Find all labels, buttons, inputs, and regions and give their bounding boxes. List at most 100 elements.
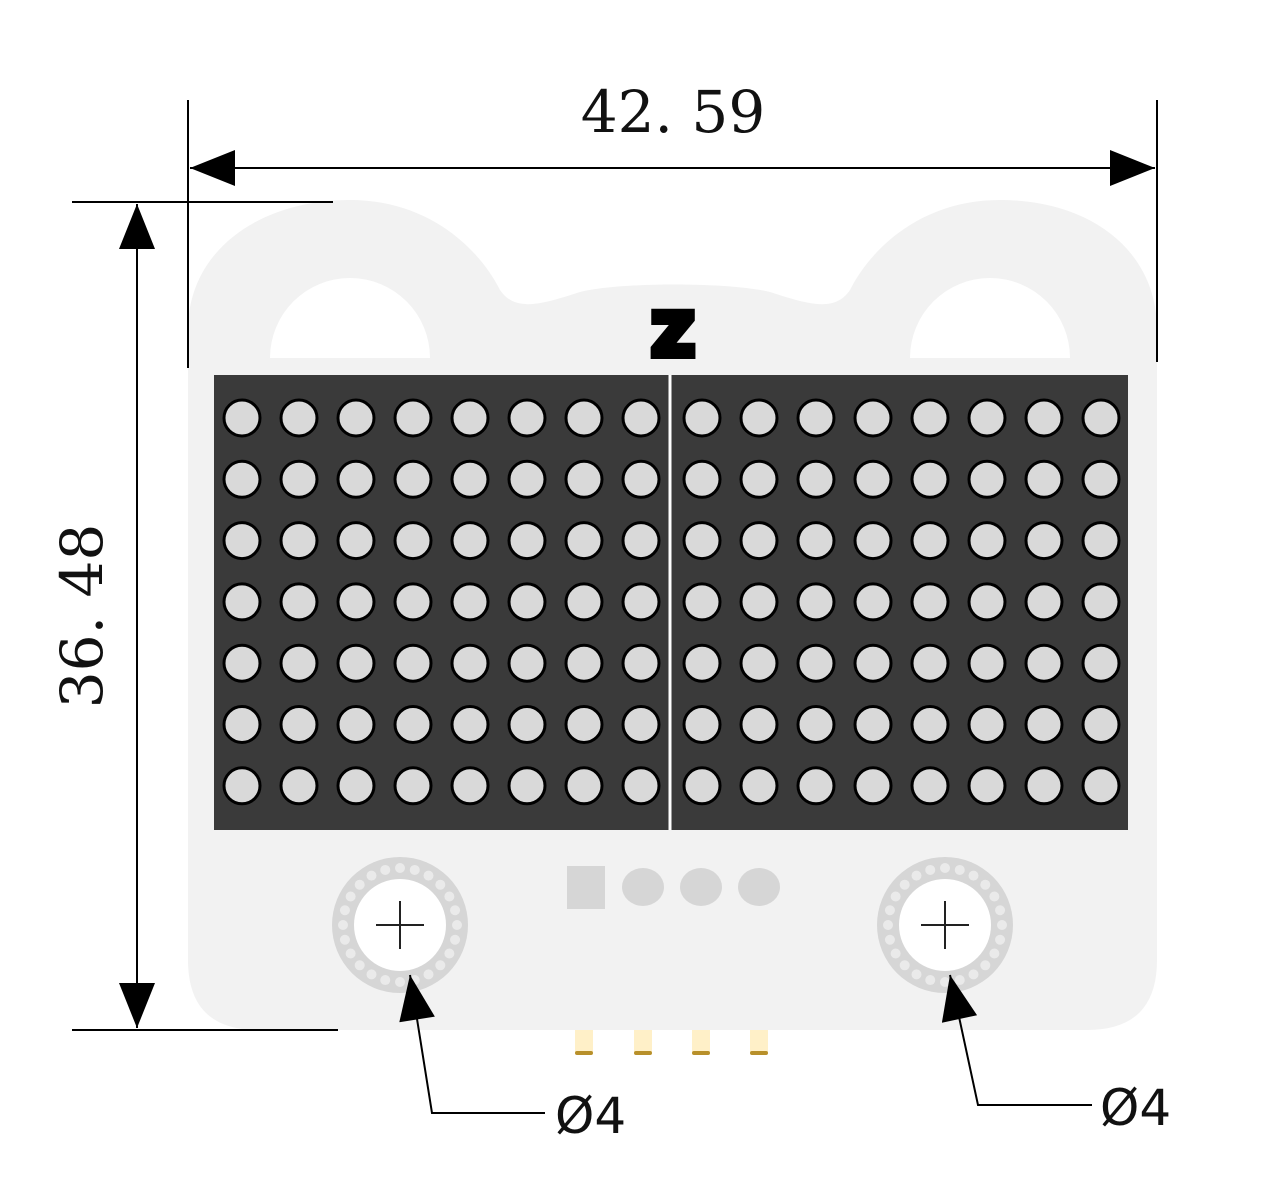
led bbox=[796, 643, 836, 683]
header-pin bbox=[634, 1030, 652, 1052]
led bbox=[1024, 705, 1064, 744]
led bbox=[507, 643, 547, 683]
led bbox=[682, 398, 722, 438]
led bbox=[739, 705, 779, 744]
pad-square bbox=[567, 866, 605, 909]
led bbox=[336, 459, 376, 499]
header-pin-tip bbox=[692, 1051, 710, 1055]
led bbox=[279, 643, 319, 683]
led bbox=[336, 705, 376, 744]
led bbox=[682, 582, 722, 622]
pad-round bbox=[680, 868, 722, 906]
header-pin bbox=[750, 1030, 768, 1052]
led bbox=[910, 398, 950, 438]
led bbox=[564, 521, 604, 561]
led bbox=[682, 459, 722, 499]
header-pin-tip bbox=[575, 1051, 593, 1055]
pad-round bbox=[738, 868, 780, 906]
led bbox=[682, 705, 722, 744]
logo: Z bbox=[652, 301, 694, 369]
led bbox=[910, 705, 950, 744]
led bbox=[910, 766, 950, 806]
led bbox=[279, 582, 319, 622]
mounting-hole bbox=[877, 857, 1013, 993]
header-pin bbox=[575, 1030, 593, 1052]
led bbox=[450, 766, 490, 806]
led bbox=[279, 521, 319, 561]
led bbox=[1024, 643, 1064, 683]
height-dimension-label: 36. 48 bbox=[48, 524, 116, 708]
led bbox=[739, 521, 779, 561]
led bbox=[796, 398, 836, 438]
led bbox=[910, 521, 950, 561]
led bbox=[796, 459, 836, 499]
led bbox=[967, 705, 1007, 744]
led bbox=[853, 582, 893, 622]
led bbox=[621, 521, 661, 561]
led bbox=[393, 459, 433, 499]
led bbox=[1081, 459, 1121, 499]
led bbox=[450, 521, 490, 561]
led bbox=[450, 398, 490, 438]
led bbox=[279, 705, 319, 744]
led bbox=[336, 521, 376, 561]
led bbox=[222, 521, 262, 561]
led bbox=[564, 643, 604, 683]
led bbox=[450, 643, 490, 683]
led bbox=[853, 643, 893, 683]
led bbox=[222, 582, 262, 622]
callout-leader-left bbox=[399, 974, 545, 1114]
led bbox=[450, 705, 490, 744]
crosshair-icon bbox=[921, 901, 969, 949]
led bbox=[1081, 398, 1121, 438]
led bbox=[393, 582, 433, 622]
hole-diameter-label-right: Ø4 bbox=[1100, 1079, 1171, 1137]
hole-diameter-label-left: Ø4 bbox=[555, 1087, 626, 1145]
led bbox=[853, 521, 893, 561]
led bbox=[507, 705, 547, 744]
led bbox=[621, 643, 661, 683]
led bbox=[507, 766, 547, 806]
mounting-hole bbox=[332, 857, 468, 993]
led bbox=[507, 398, 547, 438]
led bbox=[796, 705, 836, 744]
led bbox=[336, 766, 376, 806]
led bbox=[796, 521, 836, 561]
mount-slot-left bbox=[270, 278, 430, 358]
led bbox=[853, 398, 893, 438]
led bbox=[853, 459, 893, 499]
led bbox=[450, 582, 490, 622]
led bbox=[336, 643, 376, 683]
led bbox=[796, 766, 836, 806]
pad-round bbox=[622, 868, 664, 906]
led bbox=[222, 398, 262, 438]
led bbox=[967, 643, 1007, 683]
led bbox=[682, 766, 722, 806]
led bbox=[621, 398, 661, 438]
led bbox=[910, 582, 950, 622]
mount-slot-right bbox=[910, 278, 1070, 358]
led bbox=[621, 705, 661, 744]
led bbox=[1024, 582, 1064, 622]
led bbox=[853, 705, 893, 744]
led bbox=[621, 582, 661, 622]
led bbox=[910, 459, 950, 499]
led-grid bbox=[222, 398, 1121, 806]
led bbox=[222, 705, 262, 744]
led bbox=[279, 459, 319, 499]
led bbox=[853, 766, 893, 806]
led bbox=[393, 398, 433, 438]
led bbox=[739, 766, 779, 806]
crosshair-icon bbox=[376, 901, 424, 949]
led bbox=[393, 521, 433, 561]
led bbox=[621, 766, 661, 806]
led bbox=[739, 398, 779, 438]
header-pin-tip bbox=[750, 1051, 768, 1055]
led bbox=[393, 705, 433, 744]
led bbox=[507, 459, 547, 499]
led bbox=[796, 582, 836, 622]
led bbox=[967, 459, 1007, 499]
led bbox=[1081, 643, 1121, 683]
led bbox=[507, 521, 547, 561]
led bbox=[564, 582, 604, 622]
